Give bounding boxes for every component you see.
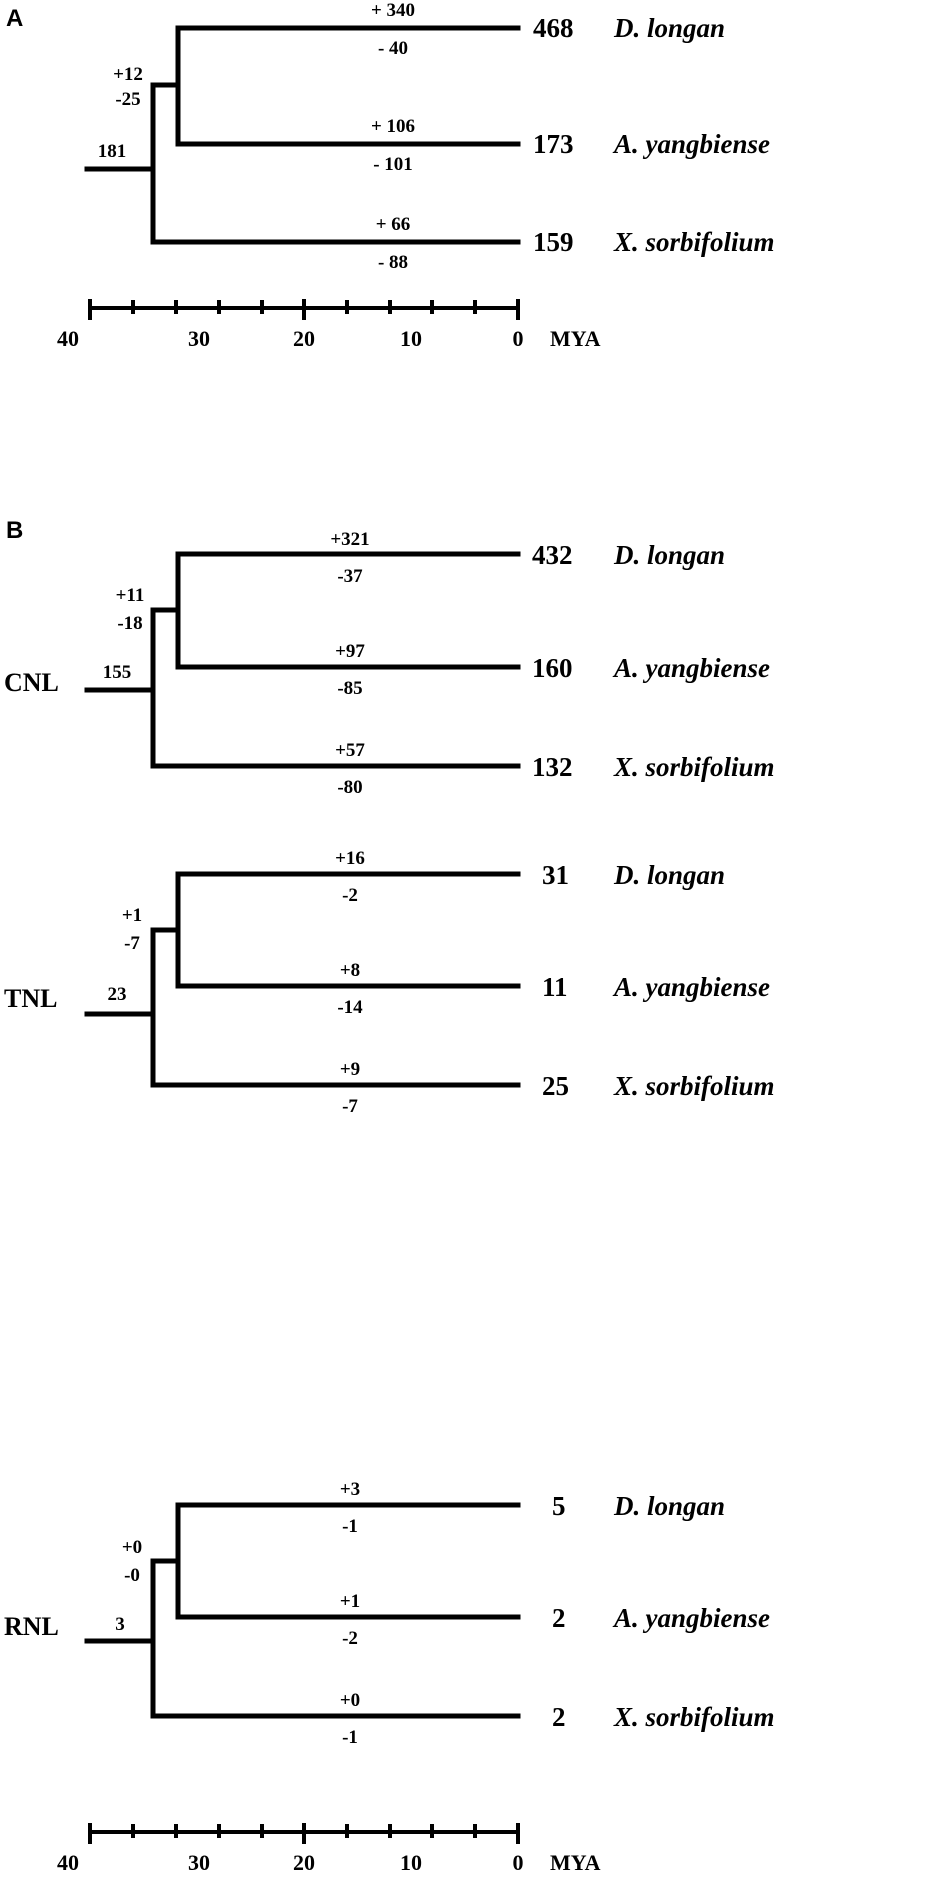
- leaf-loss: -1: [342, 1727, 358, 1748]
- leaf-gain: + 340: [371, 0, 415, 21]
- internal-gain-rnl: +0: [122, 1537, 142, 1558]
- leaf-gain: +0: [340, 1690, 360, 1711]
- tree-branches-cnl: [84, 551, 521, 769]
- leaf-count: 173: [533, 129, 574, 159]
- leaf-loss: - 88: [378, 252, 408, 273]
- leaf-count: 25: [542, 1071, 569, 1101]
- leaf-species: D. longan: [613, 860, 725, 890]
- leaf-count: 132: [532, 752, 573, 782]
- root-count-rnl: 3: [115, 1614, 125, 1635]
- leaf-gain: + 66: [376, 214, 411, 235]
- leaf-gain: +3: [340, 1479, 360, 1500]
- panel-b-tnl: TNL 23 +1 -7 +16 -2 31 D. longan +8 -14 …: [4, 848, 775, 1117]
- leaf-species: X. sorbifolium: [613, 1702, 775, 1732]
- root-count-tnl: 23: [108, 984, 127, 1005]
- panel-letter-a: A: [6, 5, 23, 32]
- tree-branches-tnl: [84, 871, 521, 1088]
- leaf-gain: +8: [340, 960, 360, 981]
- root-count-a: 181: [98, 141, 127, 162]
- leaf-loss: -2: [342, 885, 358, 906]
- leaf-loss: -2: [342, 1628, 358, 1649]
- leaf-loss: -80: [337, 777, 362, 798]
- leaf-count: 11: [542, 972, 568, 1002]
- leaf-count: 31: [542, 860, 569, 890]
- panel-b-rnl: RNL 3 +0 -0 +3 -1 5 D. longan +1 -2 2 A.…: [4, 1479, 775, 1748]
- leaf-species: A. yangbiense: [612, 653, 770, 683]
- leaf-species: D. longan: [613, 1491, 725, 1521]
- internal-loss-cnl: -18: [117, 613, 142, 634]
- leaf-species: X. sorbifolium: [613, 1071, 775, 1101]
- leaf-gain: +97: [335, 641, 365, 662]
- leaf-loss: -14: [337, 997, 363, 1018]
- panel-letter-b: B: [6, 517, 23, 544]
- leaf-count: 2: [552, 1603, 566, 1633]
- internal-loss-rnl: -0: [124, 1565, 140, 1586]
- axis-tick-label: 0: [513, 1850, 524, 1875]
- leaf-count: 5: [552, 1491, 566, 1521]
- axis-tick-label: 40: [57, 1850, 79, 1875]
- axis-tick-label: 10: [400, 326, 422, 351]
- axis-tick-label: 20: [293, 326, 315, 351]
- axis-tick-label: 30: [188, 1850, 210, 1875]
- axis-unit-label: MYA: [550, 1850, 601, 1875]
- internal-loss-a: -25: [115, 89, 140, 110]
- leaf-species: A. yangbiense: [612, 972, 770, 1002]
- group-label-cnl: CNL: [4, 668, 59, 697]
- panel-b-cnl: B CNL 155 +11 -18 +321 -37 432 D. longan…: [4, 517, 775, 798]
- time-axis-a: 40 30 20 10 0 MYA: [57, 299, 601, 351]
- leaf-species: X. sorbifolium: [613, 227, 775, 257]
- axis-tick-label: 10: [400, 1850, 422, 1875]
- leaf-count: 160: [532, 653, 573, 683]
- leaf-loss: -85: [337, 678, 362, 699]
- leaf-gain: + 106: [371, 116, 415, 137]
- internal-loss-tnl: -7: [124, 933, 140, 954]
- leaf-loss: - 40: [378, 38, 408, 59]
- axis-tick-label: 40: [57, 326, 79, 351]
- leaf-species: D. longan: [613, 540, 725, 570]
- leaf-gain: +57: [335, 740, 365, 761]
- axis-tick-label: 30: [188, 326, 210, 351]
- tree-branches-rnl: [84, 1502, 521, 1719]
- axis-unit-label: MYA: [550, 326, 601, 351]
- leaf-gain: +9: [340, 1059, 360, 1080]
- axis-tick-label: 20: [293, 1850, 315, 1875]
- leaf-loss: -37: [337, 566, 363, 587]
- internal-gain-a: +12: [113, 64, 143, 85]
- leaf-species: A. yangbiense: [612, 129, 770, 159]
- internal-gain-cnl: +11: [116, 585, 145, 606]
- root-count-cnl: 155: [103, 662, 132, 683]
- tree-branches-a: [84, 25, 521, 245]
- leaf-species: D. longan: [613, 13, 725, 43]
- time-axis-b: 40 30 20 10 0 MYA: [57, 1823, 601, 1875]
- leaf-count: 2: [552, 1702, 566, 1732]
- axis-tick-label: 0: [513, 326, 524, 351]
- leaf-loss: -7: [342, 1096, 358, 1117]
- leaf-count: 468: [533, 13, 574, 43]
- internal-gain-tnl: +1: [122, 905, 142, 926]
- leaf-count: 432: [532, 540, 573, 570]
- leaf-gain: +321: [330, 529, 369, 550]
- leaf-count: 159: [533, 227, 574, 257]
- group-label-tnl: TNL: [4, 984, 57, 1013]
- group-label-rnl: RNL: [4, 1612, 59, 1641]
- leaf-species: X. sorbifolium: [613, 752, 775, 782]
- leaf-loss: - 101: [373, 154, 413, 175]
- leaf-gain: +16: [335, 848, 365, 869]
- leaf-loss: -1: [342, 1516, 358, 1537]
- leaf-species: A. yangbiense: [612, 1603, 770, 1633]
- panel-a: A 181 +12 -25 + 340 - 40 468 D. longan +…: [6, 0, 775, 273]
- leaf-gain: +1: [340, 1591, 360, 1612]
